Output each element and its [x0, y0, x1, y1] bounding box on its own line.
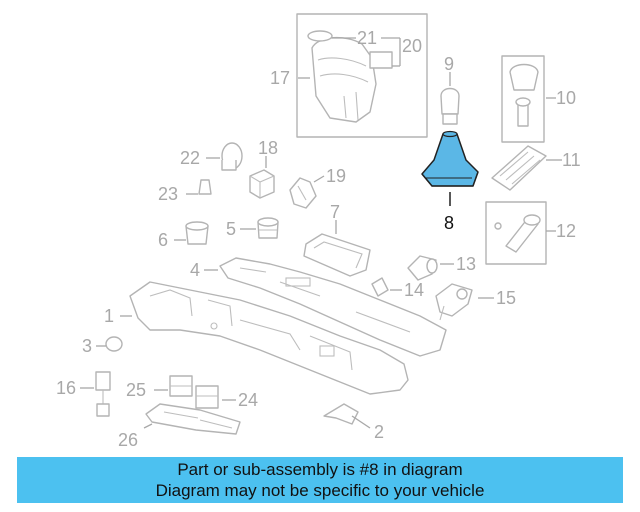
banner-line-2: Diagram may not be specific to your vehi… [155, 481, 485, 500]
label-15: 15 [496, 288, 516, 308]
label-16: 16 [56, 378, 76, 398]
part-6-cup [185, 221, 209, 245]
part-14-bulb [371, 277, 389, 297]
label-2: 2 [374, 422, 384, 442]
part-5-cup [257, 217, 279, 239]
part-25-switch [169, 375, 193, 397]
part-13-connector [407, 255, 438, 281]
label-14: 14 [404, 280, 424, 300]
label-9: 9 [444, 54, 454, 74]
label-7: 7 [330, 202, 340, 222]
label-5: 5 [226, 219, 236, 239]
part-2-bracket [323, 403, 359, 425]
label-23: 23 [158, 184, 178, 204]
part-26-trim-panel [145, 403, 241, 435]
label-8: 8 [444, 213, 454, 233]
label-10: 10 [556, 88, 576, 108]
label-13: 13 [456, 254, 476, 274]
label-19: 19 [326, 166, 346, 186]
label-3: 3 [82, 336, 92, 356]
info-banner: Part or sub-assembly is #8 in diagram Di… [17, 457, 623, 503]
part-7-tray [303, 233, 371, 277]
part-4-console-trim [219, 257, 447, 357]
label-11: 11 [562, 150, 581, 170]
label-4: 4 [190, 260, 200, 280]
label-20: 20 [402, 36, 422, 56]
part-12-lighter [485, 201, 547, 265]
banner-line-1: Part or sub-assembly is #8 in diagram [177, 460, 463, 479]
part-22-cap [221, 142, 243, 171]
part-1-console-base [129, 281, 409, 395]
part-11-trim-plate [491, 145, 547, 191]
label-17: 17 [270, 68, 290, 88]
part-10-knob-set [501, 55, 545, 143]
part-9-shift-knob [440, 87, 460, 125]
part-3-plug [105, 336, 123, 352]
label-12: 12 [556, 221, 576, 241]
label-26: 26 [118, 430, 138, 450]
label-1: 1 [104, 306, 114, 326]
part-15-harness [435, 283, 473, 321]
label-25: 25 [126, 380, 146, 400]
part-24-switch [195, 385, 219, 409]
part-16-switch [95, 371, 111, 417]
label-6: 6 [158, 230, 168, 250]
label-22: 22 [180, 148, 200, 168]
part-18-socket [249, 169, 275, 199]
label-21: 21 [357, 28, 377, 48]
part-23-clip [198, 179, 212, 195]
label-18: 18 [258, 138, 278, 158]
part-8-shift-boot [421, 130, 479, 187]
part-19-bracket [289, 177, 317, 209]
part-17-armrest [296, 13, 428, 138]
label-24: 24 [238, 390, 258, 410]
parts-diagram: 17 21 20 9 8 10 11 12 [56, 13, 581, 450]
